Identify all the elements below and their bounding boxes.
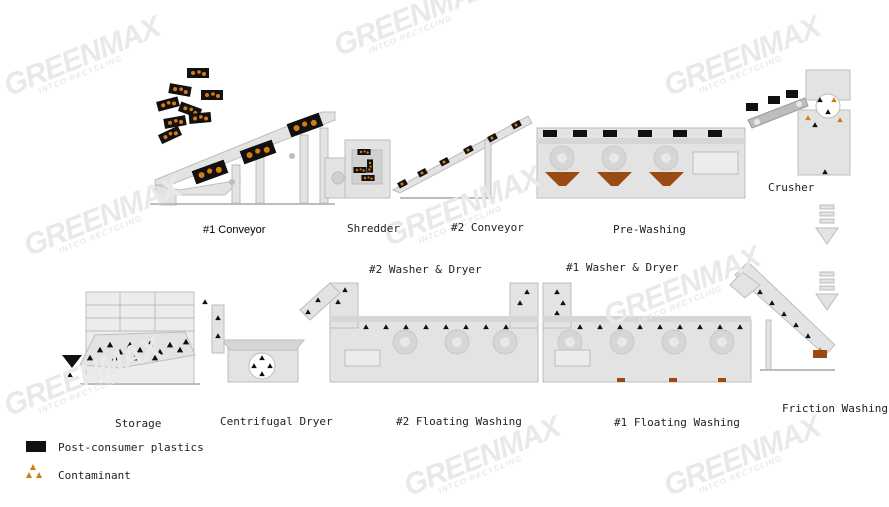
storage-bin bbox=[62, 291, 200, 385]
crusher-machine bbox=[746, 69, 851, 176]
label-floating-washing-1: #1 Floating Washing bbox=[614, 416, 740, 429]
incoming-plastic-bales bbox=[156, 68, 223, 145]
label-floating-washing-2: #2 Floating Washing bbox=[396, 415, 522, 428]
friction-washing-machine bbox=[729, 261, 836, 371]
label-crusher: Crusher bbox=[768, 181, 815, 194]
legend-contaminant-label: Contaminant bbox=[58, 469, 131, 482]
conveyor-2-machine bbox=[391, 115, 533, 199]
legend-contaminant-icon bbox=[26, 464, 42, 478]
label-friction-washing: Friction Washing bbox=[782, 402, 888, 415]
flow-arrows-down bbox=[815, 204, 839, 311]
label-pre-washing: Pre-Washing bbox=[613, 223, 686, 236]
label-centrifugal-dryer: Centrifugal Dryer bbox=[220, 415, 333, 428]
pre-washing-machine bbox=[536, 127, 746, 199]
label-conveyor-1: #1 Conveyor bbox=[203, 224, 266, 236]
label-washer-dryer-2: #2 Washer & Dryer bbox=[369, 263, 482, 276]
conveyor-1-machine bbox=[150, 111, 336, 206]
label-conveyor-2: #2 Conveyor bbox=[451, 221, 524, 234]
floating-washing-2-machine bbox=[329, 282, 539, 383]
legend-plastics-swatch bbox=[26, 441, 46, 452]
label-shredder: Shredder bbox=[347, 222, 400, 235]
legend-plastics-label: Post-consumer plastics bbox=[58, 441, 204, 454]
centrifugal-dryer-machine bbox=[202, 282, 341, 383]
shredder-machine bbox=[324, 139, 391, 199]
label-washer-dryer-1: #1 Washer & Dryer bbox=[566, 261, 679, 274]
floating-washing-1-machine bbox=[542, 282, 752, 383]
label-storage: Storage bbox=[115, 417, 162, 430]
